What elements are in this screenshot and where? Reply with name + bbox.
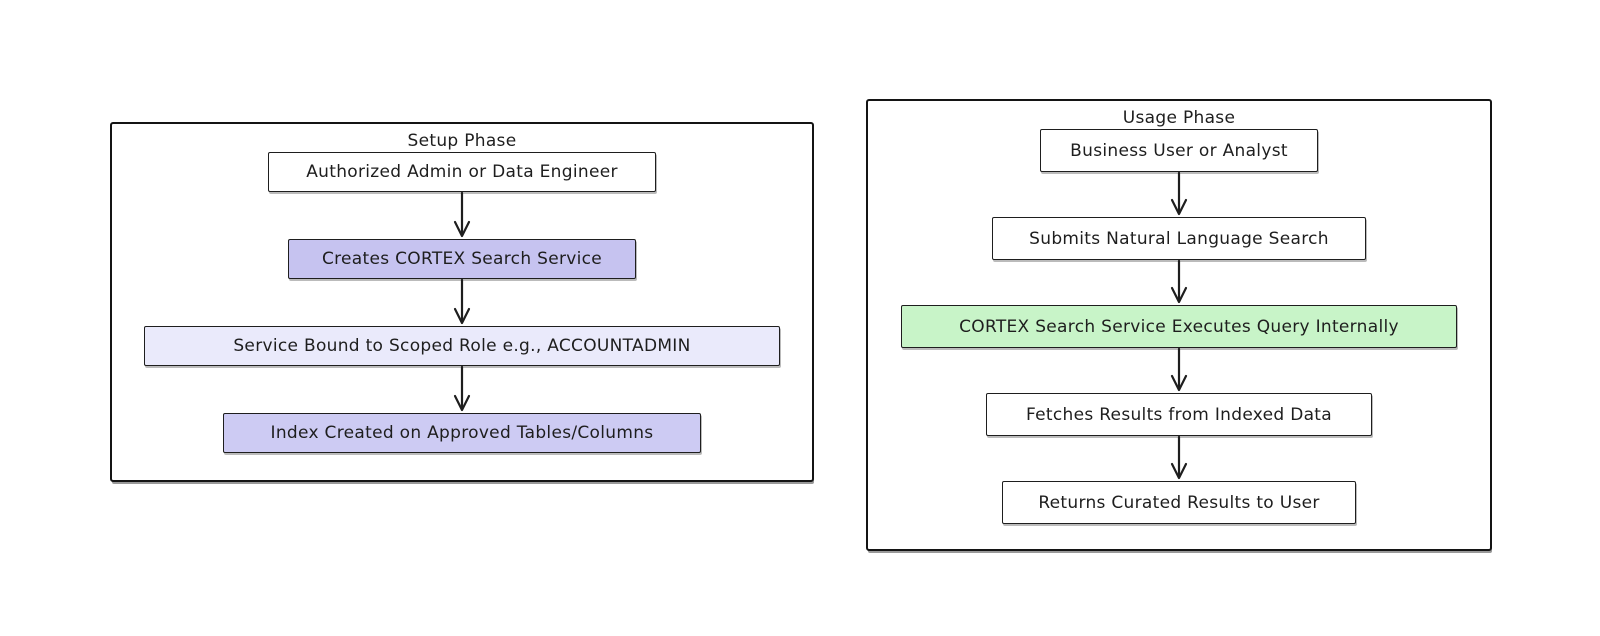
node-label: Business User or Analyst xyxy=(1070,140,1288,161)
setup-node-index-created: Index Created on Approved Tables/Columns xyxy=(223,413,701,453)
usage-node-returns-results: Returns Curated Results to User xyxy=(1002,481,1356,524)
down-arrow-icon xyxy=(453,366,471,412)
node-label: Service Bound to Scoped Role e.g., ACCOU… xyxy=(233,336,691,356)
down-arrow-icon xyxy=(1170,260,1188,304)
setup-phase-title-text: Setup Phase xyxy=(404,131,520,153)
node-label: CORTEX Search Service Executes Query Int… xyxy=(959,316,1399,337)
usage-node-fetches-results: Fetches Results from Indexed Data xyxy=(986,393,1372,436)
usage-node-business-user: Business User or Analyst xyxy=(1040,129,1318,172)
usage-phase-title-text: Usage Phase xyxy=(1119,108,1239,130)
node-label: Fetches Results from Indexed Data xyxy=(1026,404,1332,425)
usage-node-submits-search: Submits Natural Language Search xyxy=(992,217,1366,260)
node-label: Creates CORTEX Search Service xyxy=(321,249,603,269)
setup-node-service-bound-role: Service Bound to Scoped Role e.g., ACCOU… xyxy=(144,326,780,366)
down-arrow-icon xyxy=(453,192,471,238)
setup-node-authorized-admin: Authorized Admin or Data Engineer xyxy=(268,152,656,192)
setup-phase-title: Setup Phase xyxy=(404,131,520,153)
down-arrow-icon xyxy=(1170,348,1188,392)
usage-phase-panel: Usage Phase Business User or Analyst Sub… xyxy=(866,99,1492,551)
setup-node-creates-cortex-service: Creates CORTEX Search Service xyxy=(288,239,636,279)
node-label: Returns Curated Results to User xyxy=(1038,492,1320,513)
node-label: Authorized Admin or Data Engineer xyxy=(306,162,618,182)
node-label: Submits Natural Language Search xyxy=(1029,228,1329,249)
usage-node-cortex-executes-query: CORTEX Search Service Executes Query Int… xyxy=(901,305,1457,348)
setup-phase-panel: Setup Phase Authorized Admin or Data Eng… xyxy=(110,122,814,482)
down-arrow-icon xyxy=(1170,172,1188,216)
down-arrow-icon xyxy=(453,279,471,325)
node-label: Index Created on Approved Tables/Columns xyxy=(270,423,654,443)
usage-phase-title: Usage Phase xyxy=(1119,108,1239,130)
down-arrow-icon xyxy=(1170,436,1188,480)
